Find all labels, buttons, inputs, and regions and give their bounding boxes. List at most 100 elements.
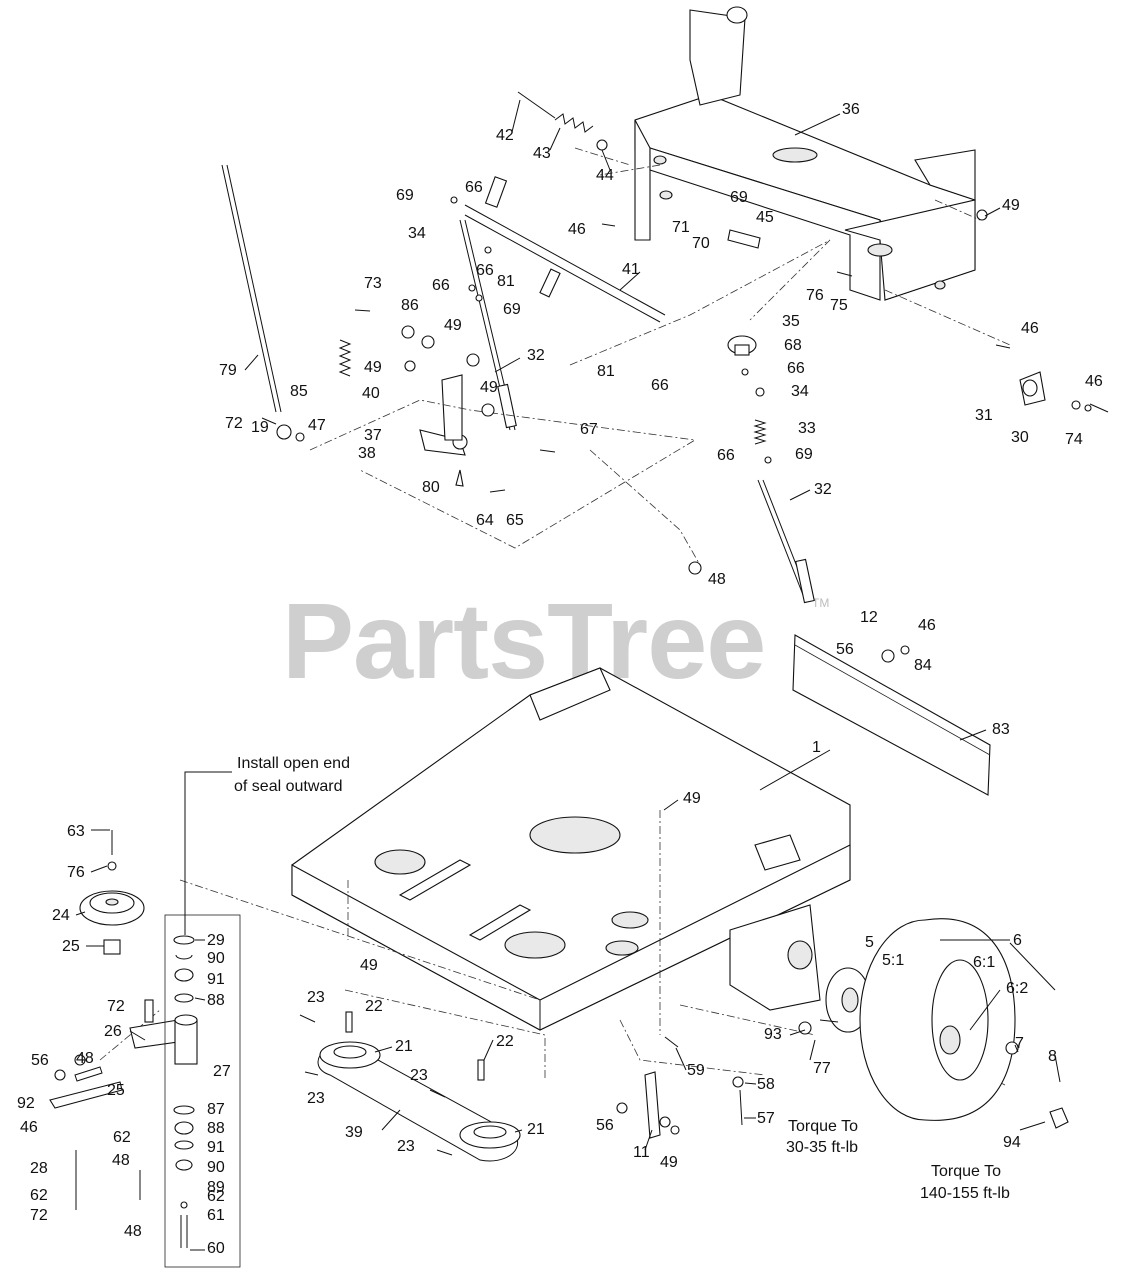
torque-wheel-line2: 30-35 ft-lb	[786, 1139, 858, 1156]
callout-66: 66	[432, 277, 450, 294]
callout-37: 37	[364, 427, 382, 444]
callout-69: 69	[795, 446, 813, 463]
pulley-21-right[interactable]	[459, 1121, 521, 1149]
callout-62: 62	[30, 1187, 48, 1204]
callout-86: 86	[401, 297, 419, 314]
spring-33[interactable]	[753, 419, 767, 445]
upper-dashed-frames	[309, 147, 1011, 566]
callout-76: 76	[67, 864, 85, 881]
idler-hardware[interactable]	[49, 830, 198, 1210]
spring-43[interactable]	[517, 91, 594, 133]
callout-87: 87	[207, 1101, 225, 1118]
callout-90: 90	[207, 950, 225, 967]
callout-61: 61	[207, 1207, 225, 1224]
control-tower-frame[interactable]	[634, 6, 976, 301]
callout-69: 69	[730, 189, 748, 206]
callout-1: 1	[812, 739, 821, 756]
callout-labels: 36 42 43 44 69 66 34 46 71 69 70 45 49 6…	[17, 101, 1103, 1257]
pivot-bracket[interactable]	[419, 374, 468, 456]
bracket-11[interactable]	[616, 1071, 680, 1139]
callout-6: 6	[1013, 932, 1022, 949]
callout-65: 65	[506, 512, 524, 529]
callout-89: 89	[207, 1179, 225, 1196]
callout-34: 34	[791, 383, 809, 400]
callout-36: 36	[842, 101, 860, 118]
pulley-21-left[interactable]	[319, 1041, 381, 1069]
callout-92: 92	[17, 1095, 35, 1112]
callout-91: 91	[207, 971, 225, 988]
callout-6-1: 6:1	[973, 954, 995, 971]
linkage-rod-lower[interactable]	[757, 479, 815, 604]
callout-69: 69	[396, 187, 414, 204]
callout-5: 5	[865, 934, 874, 951]
callout-42: 42	[496, 127, 514, 144]
seal-stack-box[interactable]	[164, 914, 241, 1268]
callout-29: 29	[207, 932, 225, 949]
callout-69: 69	[503, 301, 521, 318]
callout-21: 21	[527, 1121, 545, 1138]
callout-24: 24	[52, 907, 70, 924]
linkage-rod-upper[interactable]	[459, 219, 517, 431]
adjust-knob[interactable]	[727, 335, 757, 356]
callout-25: 25	[62, 938, 80, 955]
callout-57: 57	[757, 1110, 775, 1127]
callout-41: 41	[622, 261, 640, 278]
bearing-31[interactable]	[1019, 371, 1046, 406]
callout-46: 46	[568, 221, 586, 238]
main-deck-frame[interactable]	[291, 667, 851, 1031]
spring-40[interactable]	[338, 339, 352, 377]
steering-rod[interactable]	[221, 164, 292, 440]
tire-6[interactable]	[859, 918, 1016, 1121]
callout-49: 49	[444, 317, 462, 334]
callout-94: 94	[1003, 1134, 1021, 1151]
callout-67: 67	[580, 421, 598, 438]
callout-7: 7	[1015, 1035, 1024, 1052]
callout-70: 70	[692, 235, 710, 252]
control-arm-shaft[interactable]	[464, 176, 666, 323]
callout-93: 93	[764, 1026, 782, 1043]
callout-12: 12	[860, 609, 878, 626]
callout-68: 68	[784, 337, 802, 354]
upper-hardware[interactable]	[261, 139, 1109, 575]
callout-66: 66	[787, 360, 805, 377]
callout-76: 76	[806, 287, 824, 304]
callout-72: 72	[107, 998, 125, 1015]
plate-83[interactable]	[792, 634, 991, 796]
torque-nut-line1: Torque To	[931, 1163, 1001, 1180]
callout-49: 49	[480, 379, 498, 396]
callout-32: 32	[527, 347, 545, 364]
callout-26: 26	[104, 1023, 122, 1040]
callout-80: 80	[422, 479, 440, 496]
idler-pulley-24[interactable]	[79, 890, 145, 926]
callout-23: 23	[397, 1138, 415, 1155]
callout-32: 32	[814, 481, 832, 498]
callout-73: 73	[364, 275, 382, 292]
callout-22: 22	[496, 1033, 514, 1050]
callout-43: 43	[533, 145, 551, 162]
callout-48: 48	[124, 1223, 142, 1240]
callout-46: 46	[20, 1119, 38, 1136]
callout-72: 72	[225, 415, 243, 432]
callout-23: 23	[410, 1067, 428, 1084]
callout-62: 62	[207, 1188, 225, 1205]
trademark-mark: TM	[812, 596, 830, 610]
callout-31: 31	[975, 407, 993, 424]
callout-71: 71	[672, 219, 690, 236]
seal-note-leader	[184, 771, 232, 935]
callout-19: 19	[251, 419, 269, 436]
callout-27: 27	[213, 1063, 231, 1080]
callout-85: 85	[290, 383, 308, 400]
callout-49: 49	[360, 957, 378, 974]
callout-66: 66	[717, 447, 735, 464]
torque-nut-line2: 140-155 ft-lb	[920, 1185, 1010, 1202]
callout-66: 66	[651, 377, 669, 394]
belt-hardware[interactable]	[299, 1011, 485, 1156]
callout-56: 56	[836, 641, 854, 658]
callout-60: 60	[207, 1240, 225, 1257]
notes: Install open end of seal outward Torque …	[234, 755, 1010, 1202]
callout-81: 81	[597, 363, 615, 380]
callout-49: 49	[1002, 197, 1020, 214]
callout-23: 23	[307, 1090, 325, 1107]
callout-75: 75	[830, 297, 848, 314]
